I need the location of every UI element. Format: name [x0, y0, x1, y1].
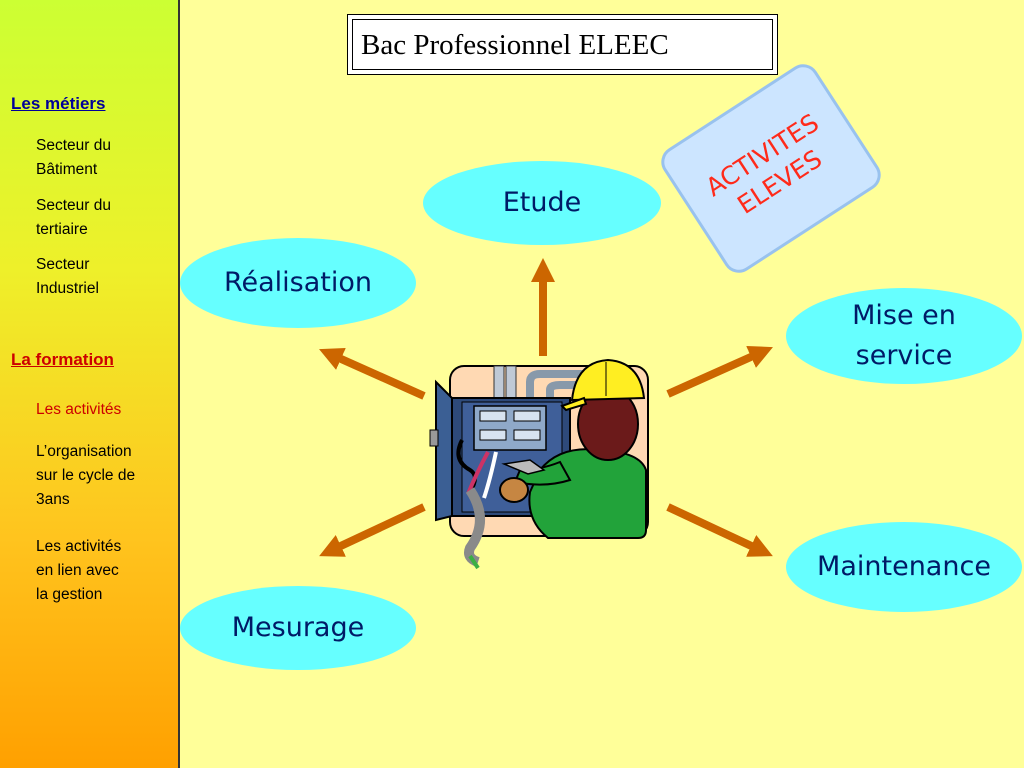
nav-item-line: Secteur du [36, 197, 111, 214]
page-title: Bac Professionnel ELEEC [352, 19, 773, 70]
nav-item-line: Les activités [36, 401, 122, 418]
nav-item-line: L’organisation [36, 443, 132, 460]
nav-item-line: la gestion [36, 586, 103, 603]
node-etude[interactable]: Etude [423, 161, 661, 245]
node-mise-en-service[interactable]: Mise en service [786, 288, 1022, 384]
nav-item-line: en lien avec [36, 562, 119, 579]
nav-item-les-activites[interactable]: Les activités [36, 398, 171, 422]
node-maintenance[interactable]: Maintenance [786, 522, 1022, 612]
nav-item-line: Bâtiment [36, 161, 98, 178]
nav-item-line: Les activités [36, 538, 122, 555]
nav-item-line: 3ans [36, 491, 70, 508]
nav-heading-les-metiers[interactable]: Les métiers [11, 94, 106, 113]
arrows [319, 258, 773, 557]
nav-item-line: sur le cycle de [36, 467, 136, 484]
node-realisation[interactable]: Réalisation [180, 238, 416, 328]
nav-item-secteur-industriel[interactable]: Secteur Industriel [36, 253, 171, 301]
arrow-to-realisation [319, 347, 426, 400]
arrow-to-maintenance [666, 503, 773, 557]
electrician-illustration [429, 358, 649, 570]
nav-heading-la-formation[interactable]: La formation [11, 350, 114, 369]
nav-item-line: Secteur du [36, 137, 111, 154]
nav-item-organisation-cycle[interactable]: L’organisation sur le cycle de 3ans [36, 440, 171, 512]
nav-item-activites-gestion[interactable]: Les activités en lien avec la gestion [36, 535, 171, 607]
node-label-line: Mise en [852, 300, 956, 331]
node-label-line: service [855, 340, 953, 371]
nav-item-secteur-batiment[interactable]: Secteur du Bâtiment [36, 134, 171, 182]
nav-item-line: Secteur [36, 256, 90, 273]
title-box: Bac Professionnel ELEEC [347, 14, 778, 75]
sidebar-nav: Les métiers Secteur du Bâtiment Secteur … [0, 0, 180, 768]
nav-item-line: tertiaire [36, 221, 88, 238]
node-mesurage[interactable]: Mesurage [180, 586, 416, 670]
nav-item-secteur-tertiaire[interactable]: Secteur du tertiaire [36, 194, 171, 242]
nav-item-line: Industriel [36, 280, 99, 297]
arrow-to-mesurage [319, 503, 426, 557]
arrow-to-mise-en-service [666, 345, 773, 398]
